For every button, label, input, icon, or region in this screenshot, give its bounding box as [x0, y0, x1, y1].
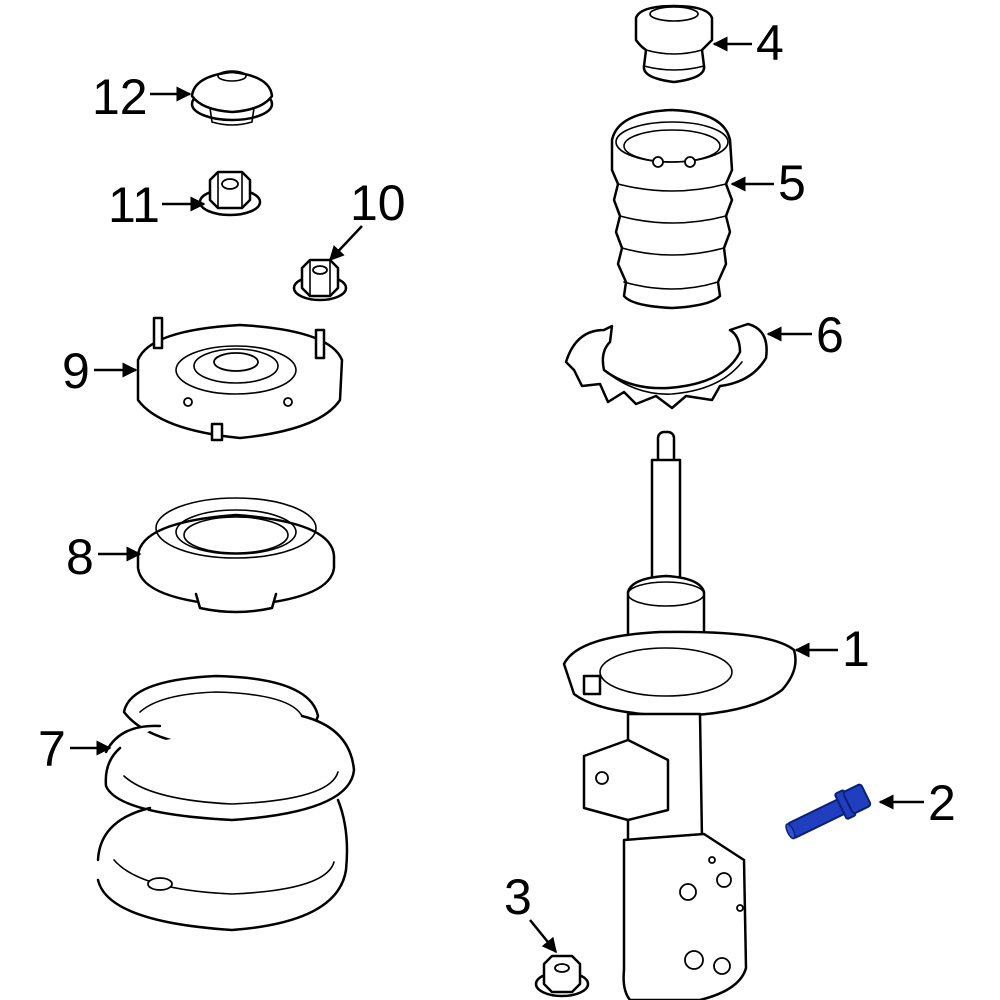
part-11-flange-nut: [198, 170, 262, 217]
callout-4: 4: [756, 15, 784, 71]
callout-8: 8: [66, 529, 94, 585]
part-4-bump-stop: [634, 4, 714, 84]
callout-3: 3: [504, 869, 532, 925]
callout-10: 10: [350, 175, 406, 231]
part-2-bolt: [785, 783, 872, 840]
callout-labels: 1 2 3 4 5 6 7 8 9 10 11 12: [38, 15, 956, 925]
part-10-flange-nut: [292, 258, 348, 302]
part-7-coil-spring: [96, 674, 356, 932]
part-8-bearing: [136, 497, 336, 614]
callout-5: 5: [778, 155, 806, 211]
callout-6: 6: [816, 307, 844, 363]
callout-2: 2: [928, 775, 956, 831]
part-12-mount-cap: [190, 70, 274, 126]
leader-lines: [70, 36, 924, 954]
leader-10: [328, 225, 363, 262]
callout-12: 12: [92, 69, 148, 125]
callout-7: 7: [38, 721, 66, 777]
callout-9: 9: [62, 343, 90, 399]
callout-1: 1: [842, 621, 870, 677]
part-3-flange-nut: [534, 954, 590, 998]
part-6-spring-isolator: [564, 322, 768, 410]
callout-11: 11: [108, 177, 160, 233]
leader-3: [529, 919, 557, 954]
part-1-strut: [562, 430, 797, 1000]
part-5-dust-boot: [610, 108, 734, 310]
part-9-strut-mount: [136, 316, 344, 442]
